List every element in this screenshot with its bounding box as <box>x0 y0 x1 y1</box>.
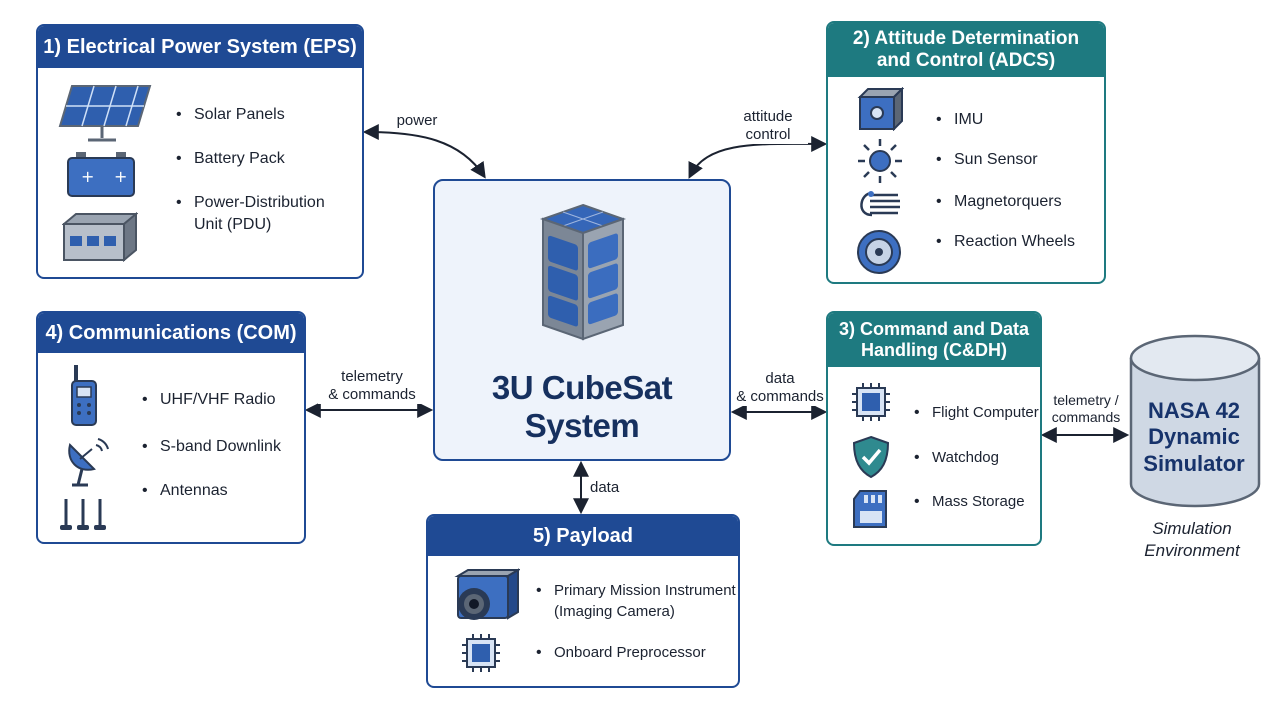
payload-title: 5) Payload <box>428 516 738 556</box>
adcs-item-reaction-wheels: •Reaction Wheels <box>936 233 1075 250</box>
satellite-dish-icon <box>68 438 109 487</box>
eps-item-solar-panels: •Solar Panels <box>176 106 285 123</box>
simulator-caption: Simulation Environment <box>1144 519 1240 561</box>
shield-check-icon <box>852 435 890 479</box>
cubesat-system-box: 3U CubeSat System <box>433 179 731 461</box>
cdh-item-flight-computer: •Flight Computer <box>914 404 1039 421</box>
adcs-panel: 2) Attitude Determination and Control (A… <box>826 21 1106 284</box>
pdu-box-icon <box>62 211 138 262</box>
cdh-item-watchdog: •Watchdog <box>914 449 999 466</box>
cdh-title: 3) Command and Data Handling (C&DH) <box>828 313 1040 367</box>
payload-item-primary-instrument: •Primary Mission Instrument (Imaging Cam… <box>536 582 736 620</box>
cubesat-system-title: 3U CubeSat System <box>491 369 673 444</box>
chip-icon <box>852 383 890 421</box>
cubesat-icon <box>539 203 627 341</box>
arrow-eps-power <box>362 124 486 179</box>
magnetorquer-coil-icon <box>860 191 900 217</box>
label-attitude-control: attitude control <box>728 108 808 144</box>
simulator-cylinder-icon <box>1129 334 1261 508</box>
com-item-uhf-vhf-radio: •UHF/VHF Radio <box>142 391 276 408</box>
eps-item-battery-pack: •Battery Pack <box>176 150 285 167</box>
adcs-title: 2) Attitude Determination and Control (A… <box>828 23 1104 77</box>
payload-panel: 5) Payload •Primary Mission Instrument (… <box>426 514 740 688</box>
chip-icon <box>462 634 500 672</box>
label-telemetry-commands: telemetry & commands <box>318 368 426 404</box>
antennas-icon <box>60 499 106 530</box>
com-item-antennas: •Antennas <box>142 482 228 499</box>
reaction-wheel-icon <box>857 230 901 274</box>
radio-icon <box>71 365 97 426</box>
payload-item-onboard-preprocessor: •Onboard Preprocessor <box>536 644 706 661</box>
eps-panel: 1) Electrical Power System (EPS) + + •So… <box>36 24 364 279</box>
simulator-title: NASA 42 Dynamic Simulator <box>1143 398 1245 476</box>
eps-item-pdu: •Power-Distribution Unit (PDU) <box>176 194 325 234</box>
com-title: 4) Communications (COM) <box>38 313 304 353</box>
label-sim-telemetry: telemetry / commands <box>1044 392 1128 426</box>
adcs-item-sun-sensor: •Sun Sensor <box>936 151 1038 168</box>
adcs-item-imu: •IMU <box>936 111 984 128</box>
eps-title: 1) Electrical Power System (EPS) <box>38 26 362 68</box>
sun-icon <box>858 139 902 183</box>
svg-text:+: + <box>81 167 94 186</box>
com-panel: 4) Communications (COM) •UHF/VHF Radio •… <box>36 311 306 544</box>
label-data: data <box>590 479 620 496</box>
camera-icon <box>454 568 520 620</box>
memory-card-icon <box>853 490 887 528</box>
imu-cube-icon <box>857 87 904 131</box>
solar-panel-icon <box>58 85 152 142</box>
label-data-commands: data & commands <box>734 370 826 406</box>
battery-icon: + + <box>67 152 135 197</box>
label-power: power <box>390 112 444 130</box>
com-item-s-band-downlink: •S-band Downlink <box>142 438 281 455</box>
arrow-adcs-attitude <box>688 135 828 179</box>
adcs-item-magnetorquers: •Magnetorquers <box>936 193 1062 210</box>
cdh-panel: 3) Command and Data Handling (C&DH) •Fli… <box>826 311 1042 546</box>
svg-text:+: + <box>114 167 127 186</box>
cdh-item-mass-storage: •Mass Storage <box>914 493 1025 510</box>
